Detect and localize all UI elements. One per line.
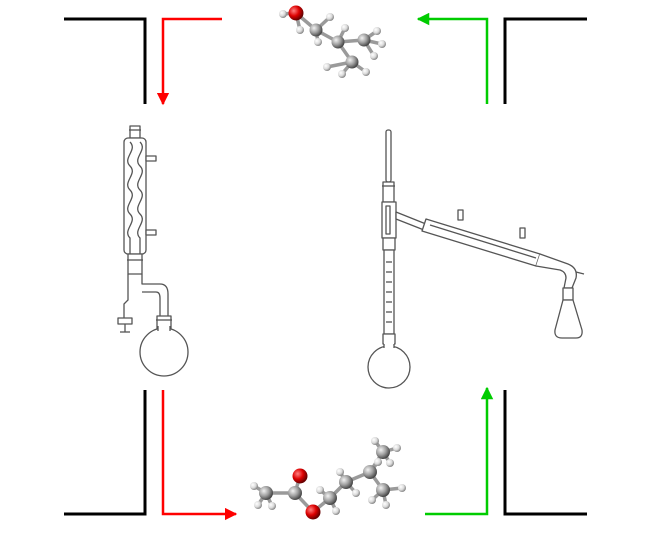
carbon-atom <box>259 486 273 500</box>
red-arrow-bottom <box>161 390 238 521</box>
oxygen-atom <box>305 504 321 520</box>
carbon-atom <box>376 483 390 497</box>
hydrogen-atom <box>371 437 379 445</box>
column-top-joint <box>382 237 396 251</box>
hydrogen-atom <box>393 444 401 452</box>
distillation-flask <box>367 345 411 389</box>
carbon-atom <box>323 491 337 505</box>
trap-stopcock <box>117 317 133 325</box>
still-head <box>381 201 397 239</box>
hydrogen-atom <box>326 13 334 21</box>
oxygen-atom <box>288 5 304 21</box>
water-outlet <box>145 155 157 162</box>
condenser-water-port <box>519 227 526 239</box>
reflux-condenser-with-dean-stark-trap <box>117 125 189 377</box>
hydrogen-atom <box>316 486 324 494</box>
arrows <box>156 12 494 521</box>
hydrogen-atom <box>279 10 287 18</box>
hydrogen-atom <box>386 459 394 467</box>
hydrogen-atom <box>373 27 381 35</box>
hydrogen-atom <box>362 68 370 76</box>
hydrogen-atom <box>370 52 378 60</box>
isoamyl-acetate-molecule <box>250 437 406 520</box>
hydrogen-atom <box>352 489 360 497</box>
erlenmeyer-receiver <box>554 299 583 339</box>
carbon-atom <box>376 445 390 459</box>
green-arrow-top <box>416 12 489 104</box>
column-bottom-joint <box>382 333 396 345</box>
hydrogen-atom <box>323 63 331 71</box>
frame-top-left <box>64 17 147 104</box>
fractional-distillation-apparatus <box>367 129 585 389</box>
condenser-water-port <box>457 209 464 221</box>
condenser-bottom-joint <box>127 253 143 275</box>
carbon-atom <box>339 475 353 489</box>
red-arrow-top <box>156 17 222 106</box>
hydrogen-atom <box>268 502 276 510</box>
water-inlet <box>145 229 157 236</box>
hydrogen-atom <box>254 501 262 509</box>
thermometer-adapter <box>382 181 395 203</box>
isoamyl-alcohol-molecule <box>279 5 386 78</box>
frame-bottom-left <box>64 390 147 516</box>
green-arrow-bottom <box>425 386 494 516</box>
carbon-atom <box>345 55 359 69</box>
frame-bottom-right <box>503 390 587 516</box>
still-head-side-arm <box>395 211 427 231</box>
condenser-top-joint <box>129 125 141 139</box>
carbon-atom <box>363 465 377 479</box>
frame-top-right <box>503 17 587 104</box>
carbon-atom <box>309 23 323 37</box>
round-bottom-flask <box>139 327 189 377</box>
hydrogen-atom <box>336 468 344 476</box>
carbon-atom <box>288 486 302 500</box>
hydrogen-atom <box>250 482 258 490</box>
liebig-condenser <box>421 218 541 267</box>
condenser-coil <box>127 141 133 254</box>
hydrogen-atom <box>341 24 349 32</box>
hydrogen-atom <box>374 458 382 466</box>
hydrogen-atom <box>382 501 390 509</box>
hydrogen-atom <box>378 40 386 48</box>
carbon-atom <box>331 35 345 49</box>
frame-brackets <box>64 17 587 516</box>
receiver-neck <box>562 287 574 301</box>
hydrogen-atom <box>368 496 376 504</box>
hydrogen-atom <box>398 484 406 492</box>
dean-stark-trap <box>123 274 169 318</box>
oxygen-atom <box>292 468 308 484</box>
thermometer <box>385 129 392 183</box>
hydrogen-atom <box>338 70 346 78</box>
hydrogen-atom <box>332 507 340 515</box>
carbon-atom <box>357 33 371 47</box>
hydrogen-atom <box>314 38 322 46</box>
hydrogen-atom <box>296 26 304 34</box>
vacuum-adapter <box>535 253 577 289</box>
